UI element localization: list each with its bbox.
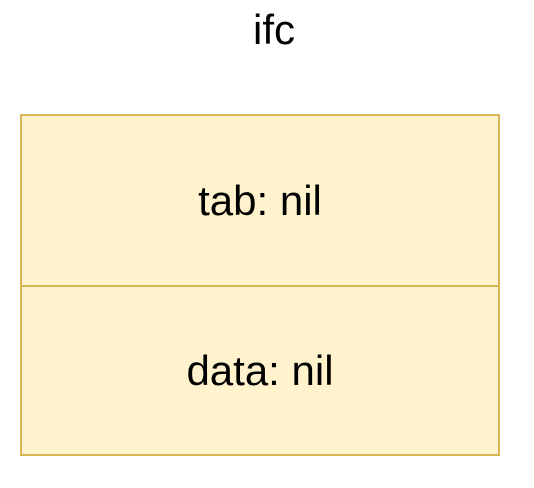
field-data: data: nil (22, 286, 498, 456)
struct-box: tab: nil data: nil (20, 114, 500, 456)
field-tab-label: tab: nil (198, 177, 322, 224)
field-divider (22, 285, 498, 287)
field-data-label: data: nil (186, 347, 334, 394)
diagram-title: ifc (253, 6, 295, 53)
field-tab: tab: nil (22, 116, 498, 286)
